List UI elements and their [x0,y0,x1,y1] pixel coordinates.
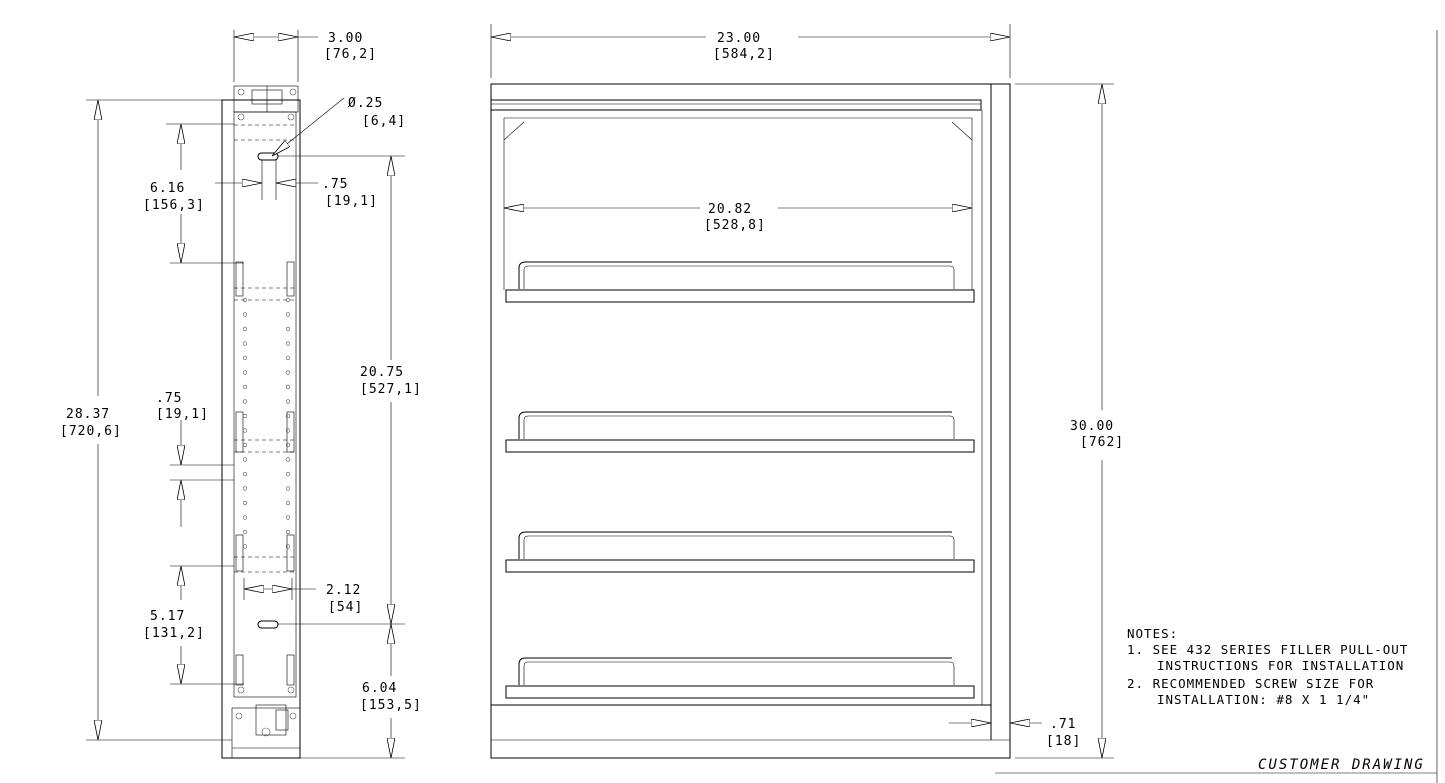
shelf-rail [518,261,952,289]
adjustment-hole [242,399,248,404]
shelf-tray [505,289,975,303]
adjustment-hole [242,428,248,433]
adjustment-hole [285,312,291,317]
overall-height-in: 28.37 [66,407,110,422]
height-dim-in: 30.00 [1070,419,1114,434]
adjustment-hole [242,341,248,346]
width-dim-in: 3.00 [328,31,363,46]
notes-heading: NOTES: [1127,626,1178,641]
inner-depth-in: 20.82 [708,202,752,217]
shelf-rail [518,411,952,439]
shelves [505,261,975,699]
top-rail [490,99,982,111]
inner-depth-mm: [528,8] [704,218,766,233]
adjustment-hole [285,341,291,346]
note-1-cont: INSTRUCTIONS FOR INSTALLATION [1157,658,1404,673]
adjustment-hole [285,428,291,433]
bottom-bracket-mm: [131,2] [143,626,205,641]
bottom-hole-mm: [153,5] [360,698,422,713]
adjustment-hole [242,297,248,303]
title-block: CUSTOMER DRAWING [995,30,1438,783]
adjustment-hole [285,471,291,477]
hole-spacing-mm: [527,1] [360,382,422,397]
mounting-slot-top [257,152,279,161]
side-panel-inner [233,111,297,698]
hole-spacing-in: 20.75 [360,365,404,380]
adjustment-hole [242,500,248,506]
hole-width-in: 2.12 [326,583,361,598]
adjustment-hole [242,312,248,317]
cabinet-outline [490,83,1011,759]
customer-drawing-label: CUSTOMER DRAWING [1258,757,1425,773]
top-cap [233,85,299,113]
width-dim-mm: [76,2] [324,47,377,62]
adjustment-hole [285,500,291,506]
adjustment-hole [285,326,291,332]
note-2: 2. RECOMMENDED SCREW SIZE FOR [1127,676,1374,691]
bottom-base [231,707,301,759]
hole-offset-mm: [19,1] [325,194,378,209]
adjustment-hole [285,544,291,549]
adjustment-hole [242,515,248,520]
adjustment-hole [242,326,248,332]
bottom-hole-in: 6.04 [362,681,397,696]
adjustment-hole [242,544,248,549]
adjustment-hole [242,370,248,375]
screw-icon [235,88,297,720]
bottom-bracket-in: 5.17 [150,609,185,624]
adjustment-hole [242,413,248,419]
shelf-rail [518,531,952,559]
adjustment-hole [242,471,248,477]
adjustment-hole [242,486,248,491]
depth-dim-in: 23.00 [717,31,761,46]
adjustment-hole [285,486,291,491]
notes-block: NOTES: 1. SEE 432 SERIES FILLER PULL-OUT… [1127,626,1408,707]
adjustment-hole [285,457,291,462]
top-bracket-mm: [156,3] [143,198,205,213]
shelf-rail [518,657,952,685]
bracket-hooks [235,261,295,686]
adjustment-holes [242,297,291,549]
adjustment-hole [285,442,291,448]
hole-diameter-mm: [6,4] [362,114,406,129]
note-2-cont: INSTALLATION: #8 X 1 1/4" [1157,692,1370,707]
adjustment-hole [285,413,291,419]
note-1: 1. SEE 432 SERIES FILLER PULL-OUT [1127,642,1408,657]
adjustment-hole [242,457,248,462]
hole-diameter-in: Ø.25 [348,96,383,111]
top-bracket-in: 6.16 [150,181,185,196]
hole-offset-in: .75 [322,177,348,192]
depth-dim-mm: [584,2] [713,47,775,62]
side-view: 3.00 [76,2] Ø.25 [6,4] .75 [19,1] 6.16 [… [60,30,422,759]
adjustment-hole [285,297,291,303]
hole-width-mm: [54] [328,600,363,615]
base-offset-in: .71 [1050,717,1076,732]
shelf-tray [505,559,975,573]
adjustment-hole [285,399,291,404]
bracket-gap-in: .75 [156,391,182,406]
overall-height-mm: [720,6] [60,424,122,439]
adjustment-hole [242,529,248,535]
adjustment-hole [285,515,291,520]
adjustment-hole [242,355,248,361]
adjustment-hole [285,384,291,390]
mounting-slot-bottom [257,620,279,629]
adjustment-hole [285,355,291,361]
adjustment-hole [285,529,291,535]
adjustment-hole [285,370,291,375]
adjustment-hole [242,442,248,448]
shelf-tray [505,439,975,453]
front-view: 23.00 [584,2] 20.82 [528,8] 30.00 [762] … [490,24,1124,759]
height-dim-mm: [762] [1080,435,1124,450]
shelf-tray [505,685,975,699]
adjustment-hole [242,384,248,390]
base-offset-mm: [18] [1046,734,1081,749]
bracket-gap-mm: [19,1] [156,407,209,422]
